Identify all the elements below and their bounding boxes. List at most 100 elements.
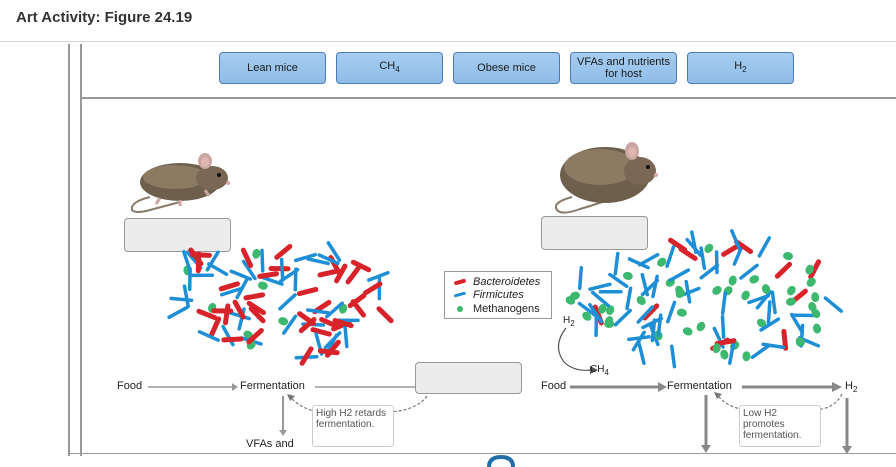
frame-left-line xyxy=(68,44,70,456)
bacteroidetes-cell xyxy=(714,338,737,347)
firmicutes-cell xyxy=(668,268,691,282)
bacteroidetes-cell xyxy=(240,247,254,269)
firmicutes-cell xyxy=(260,275,284,286)
firmicutes-cell xyxy=(637,252,660,267)
legend-label: Bacteroidetes xyxy=(473,276,541,288)
methanogen-cell xyxy=(605,305,615,316)
right-fermentation-label: Fermentation xyxy=(667,380,732,392)
left-bacteria-cluster xyxy=(167,241,394,366)
bacteroidetes-cell xyxy=(350,259,372,273)
firmicutes-cell xyxy=(757,236,772,258)
firmicutes-cell xyxy=(594,313,599,338)
firmicutes-cell xyxy=(577,266,584,290)
firmicutes-cell xyxy=(219,286,243,297)
firmicutes-cell xyxy=(326,241,342,262)
bacteroidetes-cell xyxy=(376,306,394,324)
methanogen-cell xyxy=(795,337,805,347)
right-flow-arrow xyxy=(742,382,842,392)
firmicutes-cell xyxy=(637,341,646,366)
firmicutes-cell xyxy=(666,300,677,324)
methanogen-cell xyxy=(728,275,737,286)
methanogen-cell xyxy=(696,321,706,332)
chip-h2[interactable]: H2 xyxy=(687,52,794,84)
methanogen-cell xyxy=(787,285,796,296)
bacteroidetes-cell xyxy=(310,327,332,337)
chip-label: H2 xyxy=(734,59,747,75)
bacteroidetes-cell xyxy=(362,281,383,296)
bacteroidetes-cell xyxy=(347,293,367,309)
firmicutes-cell xyxy=(608,272,629,289)
firmicutes-cell xyxy=(167,305,189,320)
chip-obese-mice[interactable]: Obese mice xyxy=(453,52,560,84)
left-note: High H2 retards fermentation. xyxy=(312,405,394,447)
drop-target-left-mouse[interactable] xyxy=(124,218,231,252)
firmicutes-cell xyxy=(190,273,215,278)
right-down-arrow-2 xyxy=(842,398,852,454)
firmicutes-cell xyxy=(598,289,623,294)
bacteroidetes-cell xyxy=(274,243,293,260)
firmicutes-cell xyxy=(699,263,720,280)
firmicutes-cell xyxy=(759,317,781,332)
methanogen-cell xyxy=(742,351,751,362)
left-food-label: Food xyxy=(117,380,143,392)
firmicutes-cell xyxy=(197,330,220,342)
bacteroidetes-cell xyxy=(667,237,688,253)
right-h2-top-label: H2 xyxy=(563,315,575,328)
bacteroidetes-cell xyxy=(317,348,340,356)
methanogen-cell xyxy=(657,257,667,267)
methanogen-cell xyxy=(565,296,576,305)
firmicutes-cell xyxy=(590,290,611,308)
firmicutes-cell xyxy=(182,284,191,309)
firmicutes-cell xyxy=(728,341,736,365)
legend-label: Methanogens xyxy=(473,303,540,315)
firmicutes-cell xyxy=(187,267,192,292)
methanogen-cell xyxy=(278,317,289,326)
firmicutes-cell xyxy=(182,250,193,273)
firmicutes-cell xyxy=(714,250,719,275)
bacteroidetes-cell xyxy=(332,318,354,329)
bacteroidetes-cell xyxy=(808,259,822,280)
methanogen-cell xyxy=(805,264,814,275)
chip-vfas-nutrients[interactable]: VFAs and nutrients for host xyxy=(570,52,677,84)
firmicutes-swatch-icon xyxy=(454,291,466,298)
firmicutes-cell xyxy=(789,312,804,334)
bacteroidetes-cell xyxy=(232,299,246,320)
methanogen-cell xyxy=(712,286,722,295)
firmicutes-cell xyxy=(367,270,390,282)
bacteroidetes-cell xyxy=(345,265,361,285)
left-flow-line xyxy=(315,386,415,388)
bacteroidetes-swatch-icon xyxy=(454,278,466,286)
chip-ch4[interactable]: CH4 xyxy=(336,52,443,84)
methanogen-cell xyxy=(257,281,268,290)
firmicutes-cell xyxy=(588,302,604,324)
frame-left-line-inner xyxy=(80,44,82,456)
firmicutes-cell xyxy=(317,253,340,266)
legend-item-firmicutes: Firmicutes xyxy=(453,289,524,301)
methanogen-cell xyxy=(741,290,750,301)
legend-item-bacteroidetes: Bacteroidetes xyxy=(453,276,540,288)
drop-target-right-mouse[interactable] xyxy=(541,216,648,250)
bacteroidetes-cell xyxy=(189,252,212,258)
bacteroidetes-cell xyxy=(299,346,314,366)
firmicutes-cell xyxy=(720,314,726,339)
firmicutes-cell xyxy=(279,257,285,282)
methanogen-cell xyxy=(704,243,714,254)
right-h2-loop-arrow xyxy=(557,327,598,374)
bacteroidetes-cell xyxy=(222,303,231,326)
methanogen-cell xyxy=(812,323,822,334)
left-output-label: VFAs and xyxy=(246,438,294,450)
methanogen-cell xyxy=(682,327,693,336)
header-divider xyxy=(0,41,896,42)
bacteroidetes-cell xyxy=(257,271,280,279)
drop-target-middle[interactable] xyxy=(415,362,522,394)
firmicutes-cell xyxy=(670,344,677,369)
firmicutes-cell xyxy=(377,276,382,301)
firmicutes-cell xyxy=(766,300,772,325)
methanogen-cell xyxy=(811,292,820,303)
firmicutes-cell xyxy=(613,251,620,276)
bacteroidetes-cell xyxy=(221,336,244,343)
chip-lean-mice[interactable]: Lean mice xyxy=(219,52,326,84)
firmicutes-cell xyxy=(278,293,297,311)
firmicutes-cell xyxy=(221,324,235,347)
bacteroidetes-cell xyxy=(296,286,319,297)
